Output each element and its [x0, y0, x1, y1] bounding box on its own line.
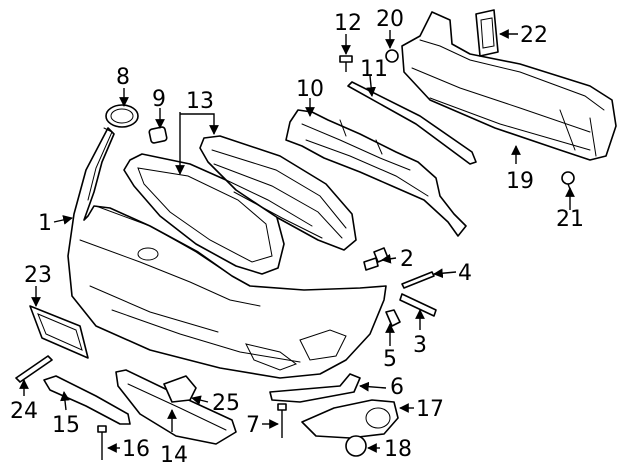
lower-grille — [115, 369, 237, 445]
emblem — [105, 104, 139, 128]
callout-4: 4 — [458, 261, 472, 286]
callout-19: 19 — [506, 169, 534, 194]
upper-support — [285, 109, 467, 237]
callout-9: 9 — [152, 87, 166, 112]
callout-25: 25 — [212, 391, 240, 416]
callout-10: 10 — [296, 77, 324, 102]
callout-1: 1 — [38, 211, 52, 236]
callout-24: 24 — [10, 399, 38, 424]
callout-5: 5 — [383, 347, 397, 372]
callout-2: 2 — [400, 247, 414, 272]
trim-strip — [399, 293, 437, 317]
callout-14: 14 — [160, 443, 188, 468]
reinforcement-beam — [401, 11, 617, 161]
callout-3: 3 — [413, 333, 427, 358]
callout-23: 23 — [24, 263, 52, 288]
lower-screw — [97, 425, 107, 460]
bumper-cover — [67, 127, 387, 379]
beam-bolt — [561, 171, 575, 195]
callout-11: 11 — [360, 57, 388, 82]
callout-6: 6 — [390, 375, 404, 400]
callout-17: 17 — [416, 397, 444, 422]
screw — [277, 403, 287, 438]
sensor — [163, 375, 197, 403]
callout-15: 15 — [52, 413, 80, 438]
leader-lines — [19, 29, 575, 453]
callout-16: 16 — [122, 437, 150, 462]
fog-ring — [345, 435, 367, 457]
seal-strip — [347, 81, 477, 165]
nut — [385, 49, 399, 63]
clip-pad — [148, 126, 168, 144]
callout-13: 13 — [186, 89, 214, 114]
callout-20: 20 — [376, 7, 404, 32]
push-pin — [339, 55, 353, 72]
license-bracket — [29, 305, 89, 359]
lower-pin — [15, 355, 53, 383]
lower-bracket — [269, 373, 361, 403]
grille-surround — [123, 153, 285, 275]
mounting-bracket — [475, 9, 499, 57]
upper-grille — [199, 135, 357, 251]
retainer-clip — [385, 309, 401, 327]
callout-8: 8 — [116, 65, 130, 90]
callout-18: 18 — [384, 437, 412, 462]
callout-labels: 1 2 3 4 5 6 7 8 9 10 11 12 13 14 15 16 1… — [10, 7, 584, 468]
callout-7: 7 — [246, 413, 260, 438]
fog-lamp-bezel — [301, 399, 399, 439]
callout-12: 12 — [334, 11, 362, 36]
callout-21: 21 — [556, 207, 584, 232]
pin — [401, 271, 435, 289]
callout-22: 22 — [520, 23, 548, 48]
